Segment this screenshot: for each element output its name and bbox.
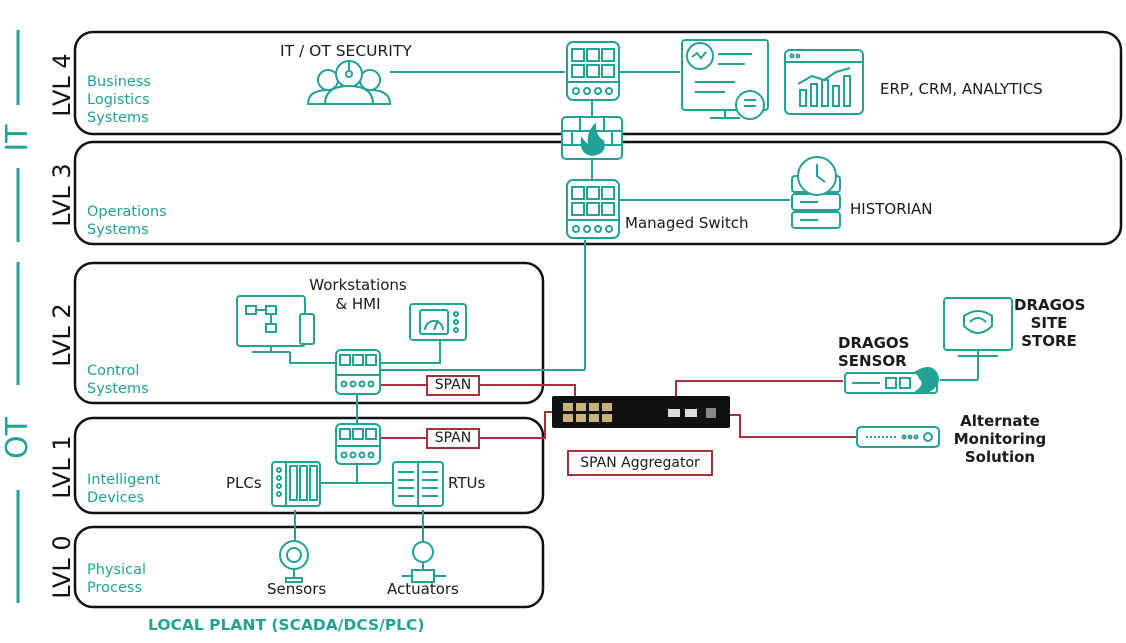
actuator-icon [402, 541, 446, 583]
workstations-label: Workstations& HMI [309, 276, 407, 313]
managed-switch-label: Managed Switch [625, 214, 749, 232]
actuators-label: Actuators [387, 580, 459, 598]
historian-icon [791, 156, 841, 229]
sensors-label: Sensors [267, 580, 327, 598]
hmi-icon [409, 303, 467, 341]
level-1-code: LVL 1 [48, 435, 76, 499]
analytics-icon [784, 49, 864, 115]
switch-icon-lvl2 [335, 349, 381, 395]
level-0-code: LVL 0 [48, 535, 76, 599]
ot-side-label: OT [0, 417, 35, 459]
local-plant-footer: LOCAL PLANT (SCADA/DCS/PLC) [148, 616, 425, 634]
plcs-label: PLCs [226, 474, 262, 492]
level-0-box [73, 525, 545, 609]
alternate-monitoring-device [856, 426, 940, 448]
erp-label: ERP, CRM, ANALYTICS [880, 80, 1043, 98]
it-ot-security-icon [306, 60, 392, 105]
switch-icon-lvl3 [566, 179, 620, 239]
historian-label: HISTORIAN [850, 200, 933, 218]
dashboard-icon [681, 39, 769, 120]
dragos-site-store-icon [943, 297, 1013, 357]
workstation-icon [236, 295, 315, 353]
switch-icon-lvl1 [335, 423, 381, 465]
level-2-code: LVL 2 [48, 303, 76, 367]
switch-icon-lvl4 [566, 41, 620, 101]
dragos-sensor-device [844, 367, 940, 394]
plc-icon [271, 461, 321, 507]
it-ot-security-label: IT / OT SECURITY [280, 42, 412, 60]
span-aggregator-device [552, 396, 730, 428]
it-side-label: IT [0, 124, 35, 152]
sensor-icon [279, 540, 309, 583]
level-1-box [73, 416, 545, 515]
rtus-label: RTUs [448, 474, 486, 492]
span-aggregator-label: SPAN Aggregator [567, 450, 713, 476]
firewall-icon [561, 116, 623, 160]
rtu-icon [392, 461, 444, 507]
span-label-lvl1: SPAN [426, 428, 480, 449]
level-3-code: LVL 3 [48, 163, 76, 227]
span-label-lvl2: SPAN [426, 375, 480, 396]
level-2-box [73, 261, 545, 405]
level-4-code: LVL 4 [48, 53, 76, 117]
